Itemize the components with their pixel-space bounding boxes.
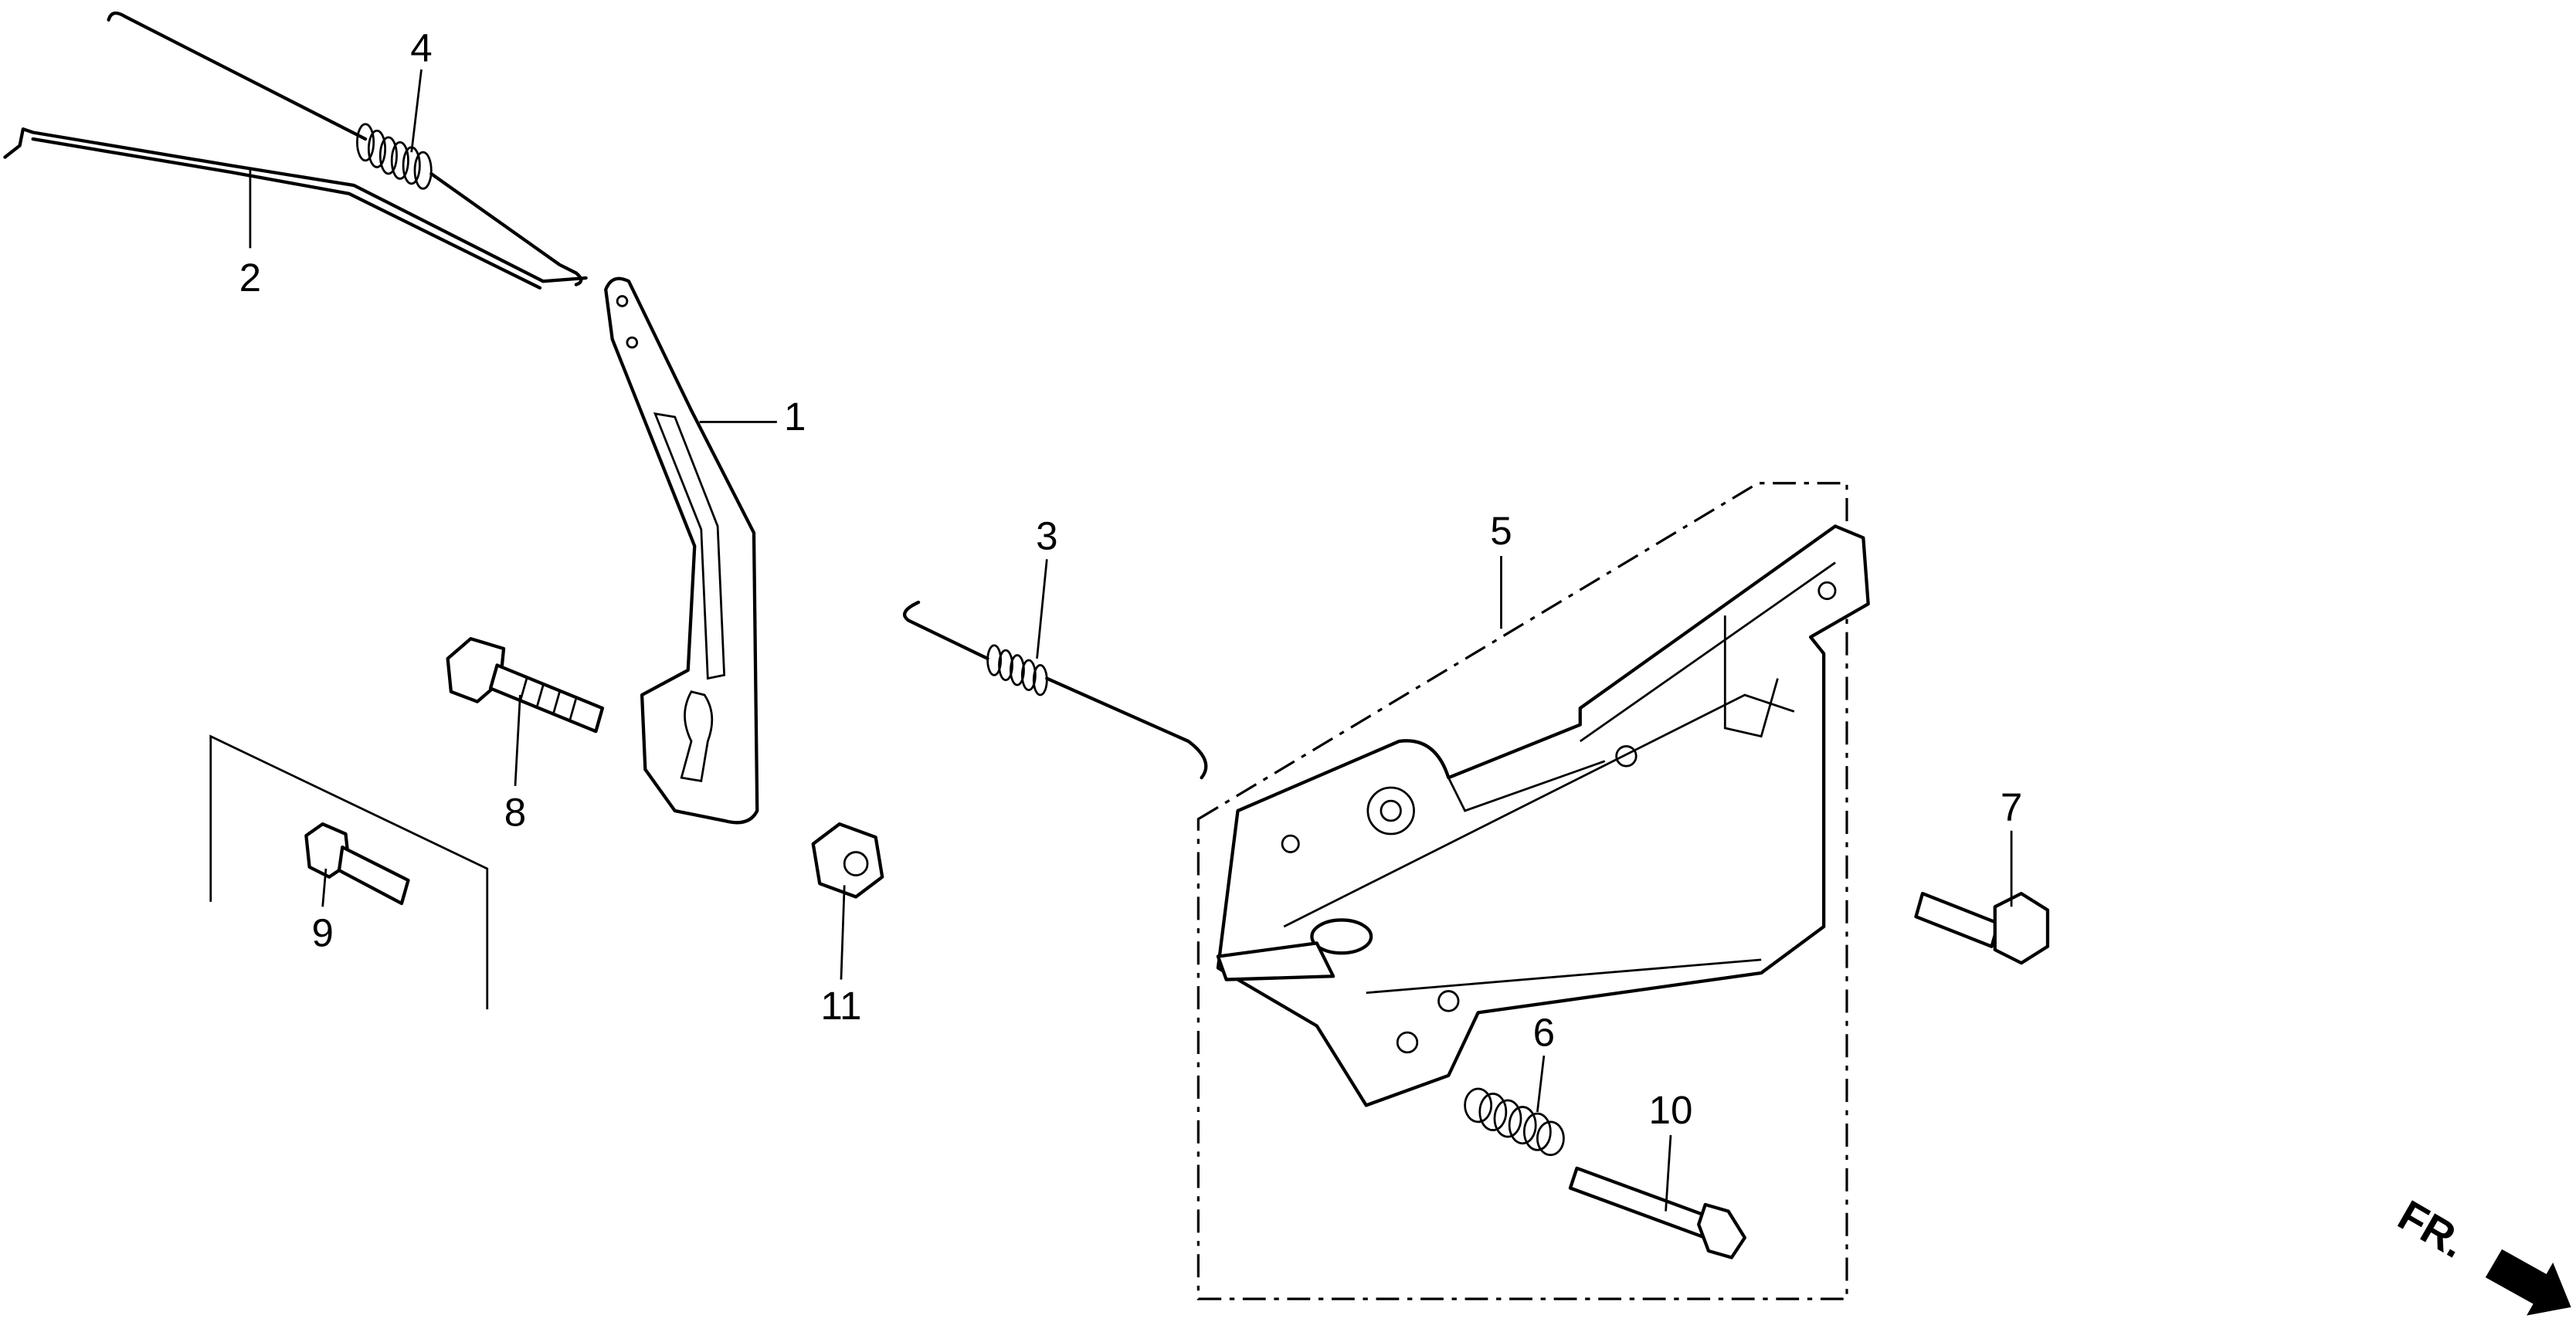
callout-1: 1	[784, 395, 806, 439]
arrow-icon	[2485, 1249, 2571, 1316]
callout-3: 3	[1036, 513, 1057, 558]
callout-2: 2	[239, 256, 261, 300]
callout-7: 7	[2001, 785, 2022, 829]
part-10-bolt	[1568, 1166, 1746, 1259]
part-7-bolt	[1914, 892, 2050, 965]
part-9-bolt	[304, 822, 410, 906]
callout-9: 9	[311, 911, 333, 955]
callout-4: 4	[410, 25, 432, 69]
part-5-outline	[1196, 482, 1848, 1300]
callout-8: 8	[504, 790, 526, 834]
leader-lines	[249, 69, 2013, 1212]
reference-box	[209, 734, 489, 1010]
front-direction-indicator: FR.	[2391, 1191, 2571, 1316]
part-3-spring	[903, 600, 1208, 780]
callout-10: 10	[1649, 1088, 1693, 1132]
part-2-rod	[3, 127, 588, 290]
part-6-spring	[1464, 1087, 1565, 1157]
callout-11: 11	[820, 984, 861, 1028]
part-4-spring-rod	[107, 11, 583, 286]
part-5-bracket	[1216, 524, 1870, 1107]
part-8-bolt	[446, 637, 605, 734]
callout-5: 5	[1490, 509, 1512, 553]
part-1-lever	[604, 276, 759, 825]
callout-6: 6	[1533, 1010, 1555, 1054]
part-11-nut	[811, 822, 884, 899]
direction-label: FR.	[2391, 1191, 2474, 1267]
